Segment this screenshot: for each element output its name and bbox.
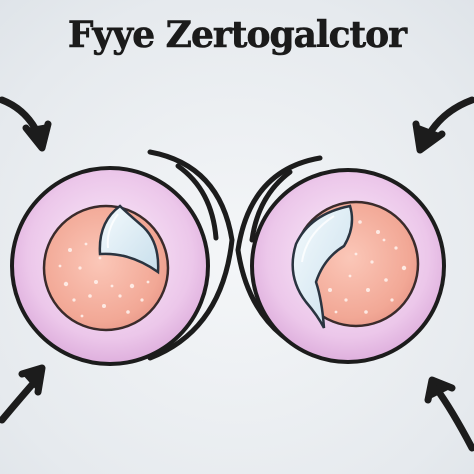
right-cell [250,168,446,364]
arrow-bottom-right-icon [424,376,474,452]
arrow-bottom-left-icon [0,364,46,424]
arrow-top-right-icon [412,96,474,154]
right-cell-vacuole [291,204,354,329]
left-cell [10,166,210,366]
right-nucleus-spots [328,220,407,314]
arrow-top-left-icon [0,96,52,152]
left-cell-vacuole [98,204,160,275]
left-nucleus-spots [58,242,150,318]
diagram-title: Fyye Zertogalctor [67,14,408,57]
